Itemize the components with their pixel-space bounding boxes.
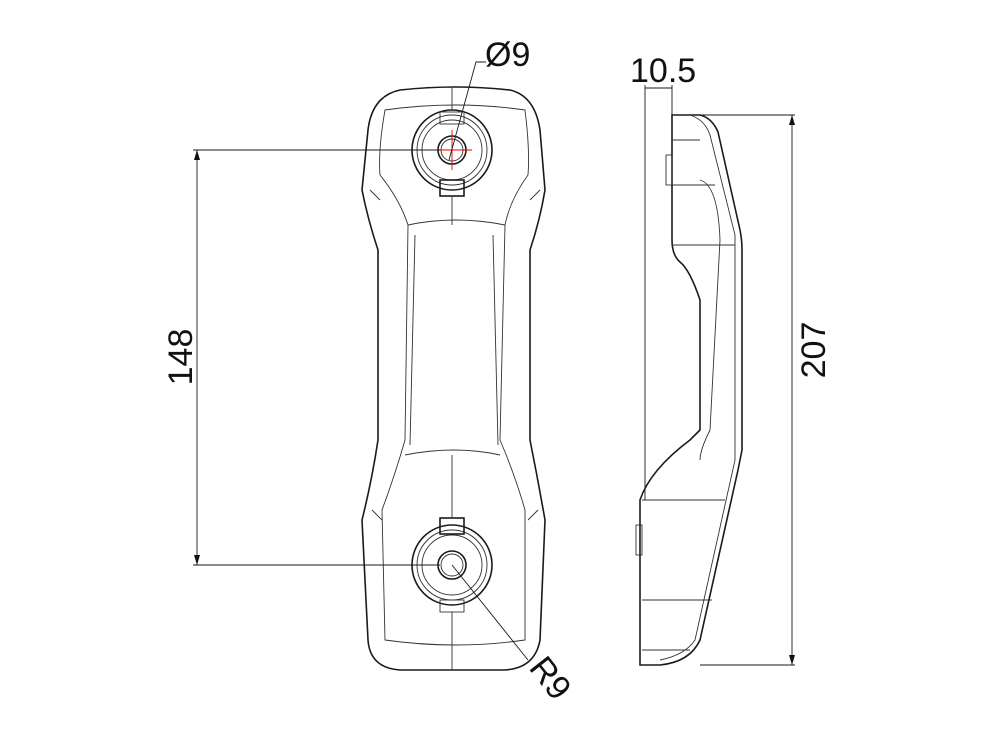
hole-diameter-label: Ø9	[485, 36, 530, 74]
side-view	[635, 114, 743, 666]
bottom-hole	[411, 517, 493, 613]
hole-spacing-label: 148	[162, 329, 200, 386]
side-outline	[639, 114, 743, 666]
dim-radius: R9	[451, 564, 579, 708]
dim-hole-spacing: 148	[162, 149, 440, 566]
overall-length-label: 207	[795, 322, 833, 379]
top-hole	[411, 109, 493, 197]
dim-hole-diameter: Ø9	[448, 36, 530, 161]
dim-thickness: 10.5	[630, 52, 696, 500]
dim-overall-length: 207	[700, 114, 833, 666]
radius-label: R9	[522, 650, 579, 708]
front-view	[361, 86, 546, 671]
front-outline	[361, 86, 546, 671]
thickness-label: 10.5	[630, 52, 696, 90]
